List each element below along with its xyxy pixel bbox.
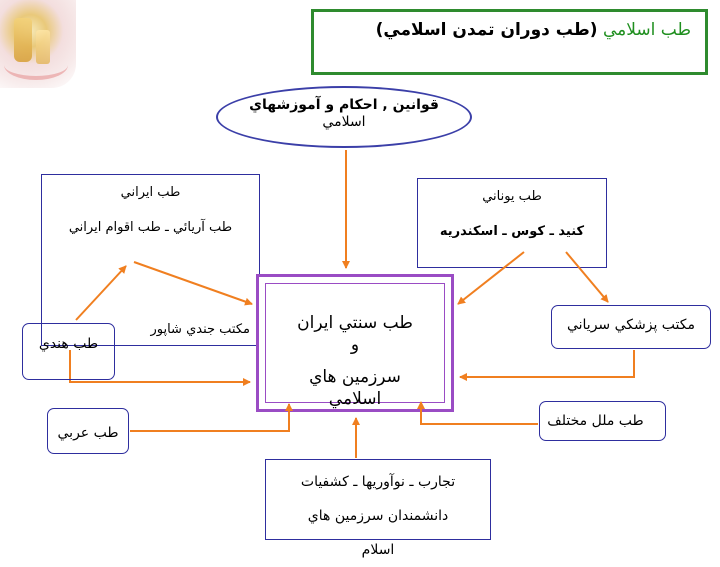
arrow-arab-to-center (130, 403, 293, 432)
ellipse-normal-text: اسلامي (322, 114, 366, 130)
arrow-nations-to-center (417, 401, 538, 425)
center-line-3: سرزمين هاي (309, 367, 401, 387)
connector-arrows (69, 150, 635, 458)
center-line-1: طب سنتي ايران (297, 313, 413, 333)
arrow-greek-to-center (457, 251, 525, 305)
islamic-laws-ellipse: قوانين , احكام و آموزشهاي اسلامي (216, 86, 472, 148)
central-inner-frame (265, 283, 445, 403)
central-concept-box (256, 274, 454, 412)
syriac-school-label: مكتب پزشكي سرياني (566, 317, 696, 333)
greek-medicine-subtext: كنيد ـ كوس ـ اسكندريه (439, 224, 585, 239)
ellipse-bold-text: قوانين , احكام و آموزشهاي (249, 97, 439, 113)
greek-medicine-heading: طب يوناني (482, 189, 542, 204)
arab-medicine-box: طب عربي (47, 408, 129, 454)
greek-medicine-box: طب يوناني كنيد ـ كوس ـ اسكندريه (417, 178, 607, 268)
jundishapur-school-label: مكتب جندي شاپور (150, 322, 250, 337)
arrow-indian-to-iran (75, 265, 127, 321)
central-concept-text: طب سنتي ايران و سرزمين هاي اسلامي (262, 312, 448, 410)
iranian-medicine-heading: طب ايراني (120, 185, 181, 200)
various-nations-label: طب ملل مختلف (547, 413, 644, 429)
iranian-medicine-box: طب ايراني طب آريائي ـ طب اقوام ايراني (41, 174, 260, 346)
decorative-image (0, 0, 76, 88)
arrow-greek-to-syriac (565, 251, 609, 303)
syriac-school-box: مكتب پزشكي سرياني (551, 305, 711, 349)
islamic-scholars-box: تجارب ـ نوآوريها ـ كشفيات دانشمندان سرزم… (265, 459, 491, 558)
indian-medicine-label: طب هندي (38, 336, 99, 352)
scholars-line-2: دانشمندان سرزمين هاي (307, 508, 449, 524)
decorative-swirl (4, 50, 68, 80)
various-nations-box: طب ملل مختلف (539, 401, 666, 441)
arab-medicine-label: طب عربي (57, 425, 119, 441)
arrow-syriac-to-center (459, 350, 635, 381)
center-line-4: اسلامي (328, 389, 382, 409)
title-box: طب اسلامي (طب دوران تمدن اسلامي) (311, 9, 708, 75)
arrow-indian-to-center (69, 350, 251, 386)
indian-medicine-box: طب هندي (22, 323, 115, 380)
iranian-medicine-subtext: طب آريائي ـ طب اقوام ايراني (68, 220, 233, 235)
scholars-line-1: تجارب ـ نوآوريها ـ كشفيات (300, 474, 456, 490)
title-sub: (طب دوران تمدن اسلامي) (375, 20, 598, 40)
center-line-2: و (350, 335, 360, 355)
arrow-iran-to-center (133, 261, 253, 306)
title-main: طب اسلامي (602, 20, 691, 40)
